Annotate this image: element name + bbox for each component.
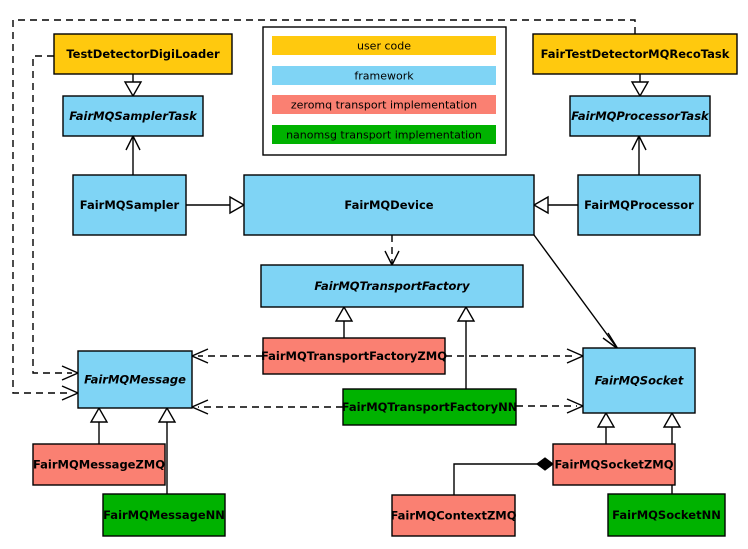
class-node-fair-mqprocessor[interactable]: FairMQProcessor [577,174,701,236]
class-name-label: FairMQSampler [80,198,180,212]
class-name-label: FairMQSocketZMQ [555,458,674,472]
class-node-fair-test-detector-mqreco-task[interactable]: FairTestDetectorMQRecoTask [532,33,738,75]
legend-swatch-framework [272,66,496,85]
class-node-fair-mqmessage-nn[interactable]: FairMQMessageNN [102,493,226,537]
class-box[interactable] [53,33,233,75]
edge-device-depends-transportfactory [384,235,400,267]
legend-label-user-code: user code [357,40,411,53]
class-box[interactable] [102,493,226,537]
legend-item-user-code: user code [272,36,496,55]
class-box[interactable] [342,388,517,426]
class-name-label: FairMQMessage [84,373,186,387]
edge-factorynn-inherits-factory [456,305,476,389]
class-node-fair-mqsocket-nn[interactable]: FairMQSocketNN [607,493,726,537]
legend-item-zeromq: zeromq transport implementation [272,95,496,114]
edge-messagezmq-inherits-message [89,406,109,444]
legend-swatch-user-code [272,36,496,55]
class-node-fair-mqdevice[interactable]: FairMQDevice [243,174,535,236]
class-node-fair-mqcontext-zmq[interactable]: FairMQContextZMQ [390,494,517,537]
edge-factoryzmq-inherits-factory [334,305,354,338]
class-node-fair-mqsampler[interactable]: FairMQSampler [72,174,187,236]
class-name-label: FairMQMessageZMQ [33,458,165,472]
legend-label-zeromq: zeromq transport implementation [291,99,477,112]
edge-recotask-inherits-processortask [630,74,650,98]
class-node-fair-mqprocessor-task[interactable]: FairMQProcessorTask [569,95,711,137]
class-box[interactable] [77,350,193,409]
class-node-fair-mqsocket-zmq[interactable]: FairMQSocketZMQ [552,443,676,486]
class-box[interactable] [569,95,711,137]
class-box[interactable] [552,443,676,486]
class-box[interactable] [243,174,535,236]
legend-item-framework: framework [272,66,496,85]
legend-swatch-zeromq [272,95,496,114]
class-name-label: FairTestDetectorMQRecoTask [541,47,730,61]
class-name-label: FairMQTransportFactoryZMQ [261,349,447,363]
edge-processor-inherits-device [532,195,578,215]
class-node-fair-mqtransport-factory-nn[interactable]: FairMQTransportFactoryNN [342,388,518,426]
edge-factorynn-creates-message [190,399,343,415]
class-box[interactable] [607,493,726,537]
legend-swatch-nanomsg [272,125,496,144]
class-node-fair-mqmessage-zmq[interactable]: FairMQMessageZMQ [32,443,166,486]
class-node-fair-mqtransport-factory[interactable]: FairMQTransportFactory [260,264,524,308]
class-name-label: FairMQMessageNN [103,508,225,522]
class-name-label: FairMQSamplerTask [69,109,198,123]
edge-contextzmq-composed-in-socketzmq [453,457,554,495]
class-box[interactable] [577,174,701,236]
class-box[interactable] [72,174,187,236]
class-name-label: FairMQSocket [595,374,684,388]
class-node-fair-mqmessage[interactable]: FairMQMessage [77,350,193,409]
edge-messagenn-inherits-message [157,406,177,494]
class-box[interactable] [262,337,446,375]
edge-factorynn-creates-socket [516,398,585,414]
legend: user code framework zeromq transport imp… [262,26,507,156]
class-name-label: FairMQDevice [344,198,433,212]
legend-label-framework: framework [354,70,414,83]
edge-processor-uses-processortask [631,134,647,175]
edge-layer [12,19,682,495]
class-box[interactable] [582,347,696,414]
class-node-fair-mqtransport-factory-zmq[interactable]: FairMQTransportFactoryZMQ [261,337,447,375]
class-name-label: FairMQProcessor [584,198,694,212]
class-name-label: TestDetectorDigiLoader [66,47,220,61]
legend-item-nanomsg: nanomsg transport implementation [272,125,496,144]
node-layer: TestDetectorDigiLoader FairTestDetectorMQ… [32,33,738,537]
class-node-fair-mqsampler-task[interactable]: FairMQSamplerTask [62,95,204,137]
class-box[interactable] [391,494,516,537]
class-box[interactable] [532,33,738,75]
class-box[interactable] [32,443,166,486]
class-name-label: FairMQTransportFactory [314,279,470,293]
class-node-fair-mqsocket[interactable]: FairMQSocket [582,347,696,414]
edge-sampler-uses-samplertask [125,134,141,175]
edge-factoryzmq-creates-message [190,348,263,364]
class-node-test-detector-digi-loader[interactable]: TestDetectorDigiLoader [53,33,233,75]
edge-digiloader-inherits-samplertask [123,74,143,98]
class-box[interactable] [62,95,204,137]
class-box[interactable] [260,264,524,308]
edge-device-uses-socket [533,234,619,350]
edge-sampler-inherits-device [186,195,246,215]
class-name-label: FairMQTransportFactoryNN [342,400,518,414]
class-name-label: FairMQSocketNN [612,508,721,522]
edge-socketzmq-inherits-socket [596,411,616,444]
class-name-label: FairMQProcessorTask [571,109,710,123]
legend-label-nanomsg: nanomsg transport implementation [286,129,482,142]
class-name-label: FairMQContextZMQ [390,509,516,523]
